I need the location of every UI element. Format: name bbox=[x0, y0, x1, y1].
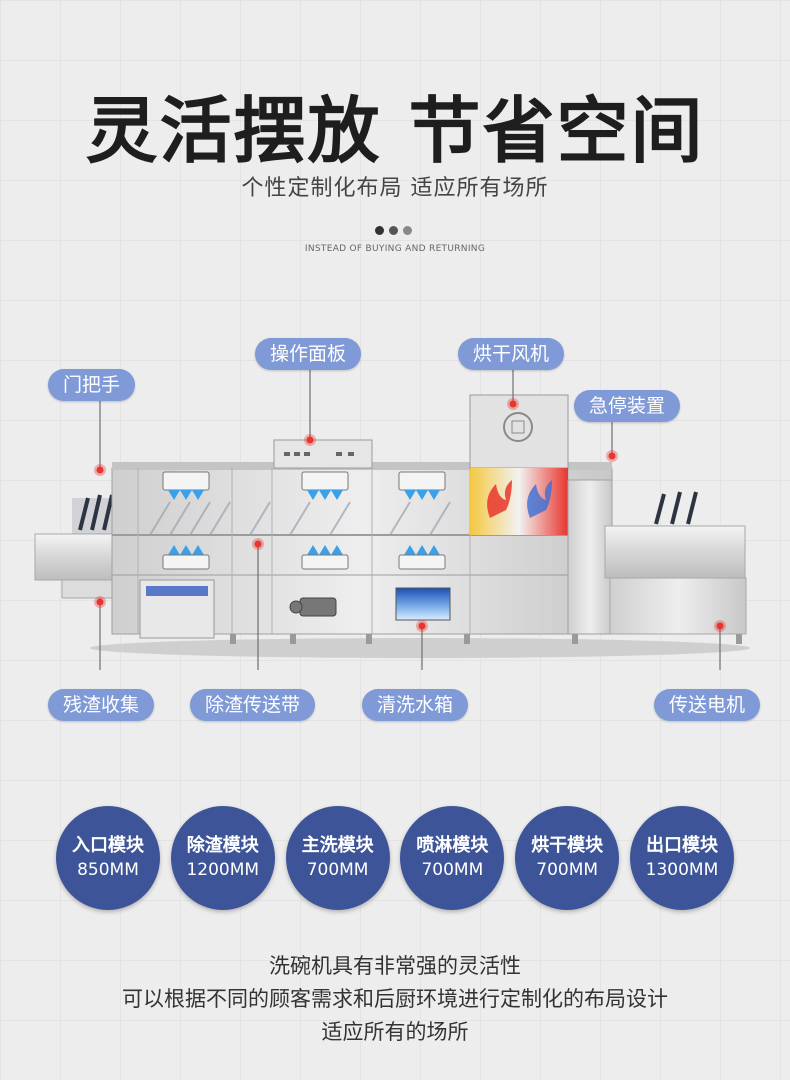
module-spray: 喷淋模块 700MM bbox=[400, 806, 505, 910]
marker-dots bbox=[94, 398, 726, 632]
module-drying: 烘干模块 700MM bbox=[515, 806, 620, 910]
fan-icon bbox=[503, 412, 533, 442]
callout-conveyor-motor: 传送电机 bbox=[654, 689, 761, 721]
decorative-dots bbox=[375, 226, 412, 235]
page-title: 灵活摆放 节省空间 bbox=[85, 89, 705, 173]
dishwasher-illustration bbox=[34, 368, 750, 670]
module-name: 入口模块 bbox=[72, 835, 144, 856]
module-size: 700MM bbox=[421, 860, 484, 880]
callout-door-handle: 门把手 bbox=[48, 369, 136, 401]
module-name: 喷淋模块 bbox=[416, 835, 489, 856]
module-size: 1300MM bbox=[645, 860, 719, 880]
module-exit: 出口模块 1300MM bbox=[629, 806, 734, 910]
drying-chamber bbox=[470, 468, 568, 535]
motor-left bbox=[289, 597, 337, 617]
callout-drying-fan: 烘干风机 bbox=[458, 338, 565, 370]
callout-residue-collection: 残渣收集 bbox=[48, 689, 155, 721]
collector-strip bbox=[146, 586, 208, 596]
module-main-wash: 主洗模块 700MM bbox=[285, 806, 390, 910]
dot-2 bbox=[389, 226, 398, 235]
dot-3 bbox=[403, 226, 412, 235]
module-entry: 入口模块 850MM bbox=[56, 806, 160, 910]
air-flow-icon bbox=[527, 480, 552, 518]
conveyor-plates bbox=[149, 501, 451, 536]
module-size: 700MM bbox=[536, 860, 599, 880]
callout-wash-tank: 清洗水箱 bbox=[362, 689, 469, 721]
panel-buttons bbox=[284, 452, 354, 456]
entry-table bbox=[34, 533, 122, 581]
floor-shadow bbox=[90, 638, 750, 658]
module-name: 出口模块 bbox=[645, 835, 718, 856]
exit-base bbox=[609, 577, 747, 635]
module-size: 700MM bbox=[306, 860, 369, 880]
callout-residue-conveyor: 除渣传送带 bbox=[190, 689, 316, 721]
dot-1 bbox=[375, 226, 384, 235]
page-subtitle: 个性定制化布局 适应所有场所 bbox=[241, 176, 549, 201]
heat-flame-icon bbox=[487, 480, 512, 518]
module-size: 850MM bbox=[77, 860, 139, 880]
module-list: 入口模块 850MM 除渣模块 1200MM 主洗模块 700MM 喷淋模块 7… bbox=[56, 806, 734, 910]
description-line-3: 适应所有的场所 bbox=[321, 1020, 469, 1044]
drying-fan-housing bbox=[469, 394, 569, 469]
exit-rack-handles bbox=[654, 491, 698, 525]
wash-tank-window bbox=[395, 587, 451, 621]
control-panel-box bbox=[273, 439, 373, 469]
callout-control-panel: 操作面板 bbox=[255, 338, 362, 370]
callout-emergency-stop: 急停装置 bbox=[574, 390, 681, 422]
module-name: 主洗模块 bbox=[301, 835, 374, 856]
upper-spray-icons bbox=[162, 471, 446, 500]
module-residue-removal: 除渣模块 1200MM bbox=[170, 806, 275, 910]
module-name: 除渣模块 bbox=[186, 835, 259, 856]
description-line-2: 可以根据不同的顾客需求和后厨环境进行定制化的布局设计 bbox=[122, 987, 668, 1011]
module-name: 烘干模块 bbox=[531, 835, 604, 856]
tagline: INSTEAD OF BUYING AND RETURNING bbox=[304, 244, 486, 254]
entry-rack-handles bbox=[78, 494, 114, 531]
module-size: 1200MM bbox=[186, 860, 260, 880]
description: 洗碗机具有非常强的灵活性 可以根据不同的顾客需求和后厨环境进行定制化的布局设计 … bbox=[0, 950, 790, 1049]
machine-legs bbox=[230, 634, 742, 644]
exit-table bbox=[604, 525, 746, 579]
lower-spray-icons bbox=[162, 545, 446, 570]
description-line-1: 洗碗机具有非常强的灵活性 bbox=[269, 954, 521, 978]
residue-drawer bbox=[61, 579, 121, 599]
leader-lines bbox=[99, 368, 721, 670]
